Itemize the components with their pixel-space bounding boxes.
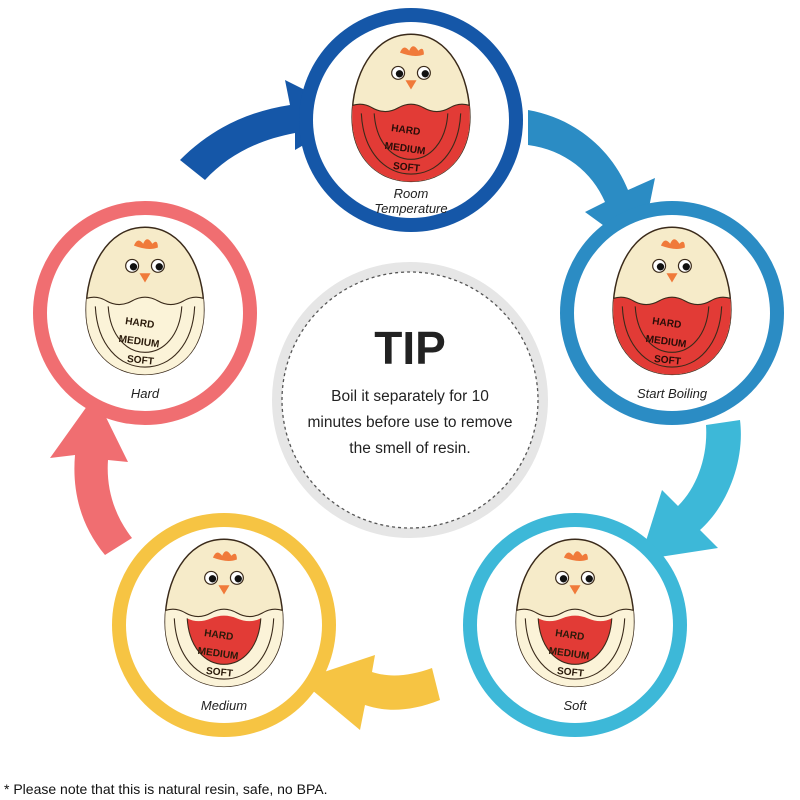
egg-mark-hard: HARD	[124, 316, 154, 331]
egg-arc-medium	[360, 113, 462, 175]
egg-window	[165, 608, 283, 687]
arrow-medium-to-hard	[50, 395, 132, 555]
egg-window	[86, 296, 204, 375]
tip-dashed-border	[281, 271, 539, 529]
stage-label: Start Boiling	[637, 386, 708, 401]
egg-mark-soft: SOFT	[126, 354, 155, 368]
egg-window	[516, 608, 634, 687]
egg-mark-hard: HARD	[203, 628, 233, 643]
egg-wave-edge	[352, 103, 470, 113]
beak-icon	[139, 273, 151, 283]
pupil-icon	[559, 575, 568, 583]
egg-arc-hard	[634, 306, 710, 353]
pupil-icon	[585, 575, 593, 583]
egg-mark-hard: HARD	[390, 123, 420, 138]
pupil-icon	[129, 263, 138, 271]
pupil-icon	[208, 575, 217, 583]
stage-label: Medium	[201, 698, 247, 713]
arrow-soft-to-medium	[300, 655, 440, 730]
stage-label: Hard	[131, 386, 160, 401]
egg-window	[352, 103, 470, 182]
egg-red-core	[538, 615, 612, 665]
pupil-icon	[682, 263, 690, 271]
stage-label: Soft	[563, 698, 588, 713]
comb-icon	[399, 46, 424, 56]
egg-arc-medium	[173, 618, 275, 680]
beak-icon	[218, 585, 230, 595]
pupil-icon	[656, 263, 665, 271]
tip-line-3: the smell of resin.	[349, 440, 470, 457]
egg-arc-medium	[621, 306, 723, 368]
egg-arc-medium	[524, 618, 626, 680]
egg-arc-hard	[373, 113, 449, 160]
egg-window	[613, 296, 731, 375]
tip-circle	[272, 262, 548, 538]
comb-icon	[660, 239, 685, 249]
pupil-icon	[155, 263, 163, 271]
egg-wave-edge	[613, 296, 731, 306]
egg-arc-medium	[94, 306, 196, 368]
comb-icon	[212, 551, 237, 561]
beak-icon	[569, 585, 581, 595]
egg-arc-hard	[537, 618, 613, 665]
tip-line-1: Boil it separately for 10	[331, 388, 489, 405]
egg-red-fill	[613, 297, 731, 375]
beak-icon	[666, 273, 678, 283]
tip-title: TIP	[374, 322, 446, 374]
egg-lower-half	[86, 297, 204, 375]
egg-arc-hard	[107, 306, 183, 353]
beak-icon	[405, 80, 417, 90]
egg-wave-edge	[86, 296, 204, 306]
egg-wave-edge	[165, 608, 283, 618]
tip-line-2: minutes before use to remove	[307, 414, 512, 431]
egg-red-fill	[352, 104, 470, 182]
arrow-start-to-soft	[640, 420, 741, 560]
pupil-icon	[234, 575, 242, 583]
egg-wave-edge	[516, 608, 634, 618]
comb-icon	[133, 239, 158, 249]
stage-label: Room	[394, 186, 429, 201]
footnote: * Please note that this is natural resin…	[4, 781, 328, 797]
egg-mark-soft: SOFT	[392, 161, 421, 175]
egg-red-core	[187, 615, 261, 665]
egg-mark-soft: SOFT	[556, 666, 585, 680]
comb-icon	[563, 551, 588, 561]
egg-mark-soft: SOFT	[653, 354, 682, 368]
stage-label-line-2: Temperature	[374, 201, 447, 216]
pupil-icon	[421, 70, 429, 78]
egg-mark-soft: SOFT	[205, 666, 234, 680]
egg-mark-hard: HARD	[554, 628, 584, 643]
tip-panel: TIP Boil it separately for 10 minutes be…	[272, 262, 548, 538]
egg-mark-hard: HARD	[651, 316, 681, 331]
pupil-icon	[395, 70, 404, 78]
egg-arc-hard	[186, 618, 262, 665]
